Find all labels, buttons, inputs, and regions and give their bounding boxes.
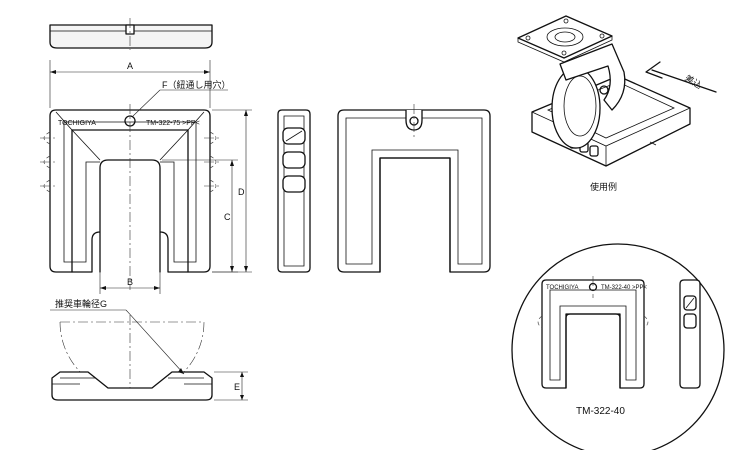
usage-example: 差込 使用例 (517, 15, 717, 192)
top-view (49, 18, 213, 50)
wheel-diameter-label: 推奨車輪径G (55, 298, 107, 309)
dimension-a-label: A (127, 61, 133, 71)
brand-mark-small: TOCHIGIYA (546, 285, 578, 291)
hole-callout-label: F（紐通し用穴） (162, 79, 231, 90)
side-view (277, 109, 311, 273)
dimension-e: E (214, 371, 248, 401)
brand-mark-main: TOCHIGIYA (58, 120, 96, 127)
small-model-detail: TOCHIGIYA TM-322-40 >PP< TM-322-40 (511, 243, 725, 450)
model-mark-small: TM-322-40 >PP< (601, 285, 648, 291)
wheel-section-view: 推奨車輪径G (50, 298, 213, 401)
front-view: TOCHIGIYA TM-322-75 >PP< (40, 104, 220, 290)
dimension-b-label: B (127, 277, 133, 287)
dimension-e-label: E (234, 382, 240, 392)
small-model-caption: TM-322-40 (576, 406, 625, 417)
usage-example-label: 使用例 (590, 181, 617, 192)
dimension-c: C (162, 159, 238, 273)
insertion-label: 差込 (683, 72, 704, 91)
dimension-c-label: C (224, 212, 231, 222)
back-view (337, 104, 491, 273)
dimension-a: A (49, 60, 211, 108)
hole-callout: F（紐通し用穴） (132, 79, 231, 117)
dimension-b: B (99, 272, 161, 294)
dimension-d-label: D (238, 187, 245, 197)
model-mark-main: TM-322-75 >PP< (146, 120, 200, 127)
